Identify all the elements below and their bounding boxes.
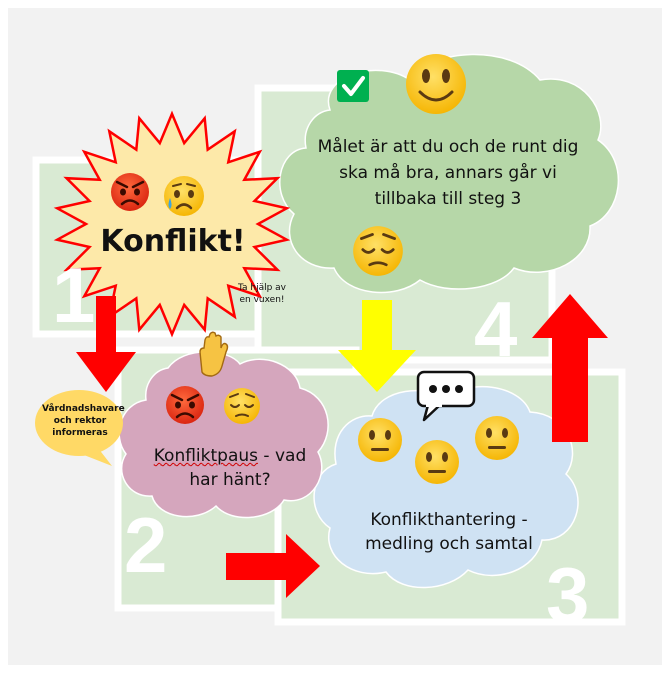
arrow-step1-to-step2 [76, 296, 136, 392]
pensive-face-icon [351, 224, 405, 278]
conflict-help-text: Ta hjälp av en vuxen! [237, 283, 287, 305]
handling-text: Konflikthantering - medling och samtal [365, 510, 533, 554]
step-number-1: 1 [52, 251, 96, 339]
arrow-step3-to-step4 [532, 294, 608, 442]
guardians-note-bubble [35, 390, 123, 466]
sad-sweat-face-icon [164, 176, 204, 216]
step-number-4: 4 [474, 285, 518, 373]
arrow-step2-to-step3 [226, 534, 320, 598]
smiling-face-icon [406, 54, 466, 114]
neutral-face-icon [358, 418, 402, 462]
pause-rest: - vad har hänt? [189, 446, 307, 490]
guardians-note-text: Vårdnadshavare och rektor informeras [42, 404, 125, 438]
angry-face-icon [164, 384, 206, 426]
neutral-face-icon [415, 440, 459, 484]
pause-word: Konfliktpaus [153, 446, 259, 466]
neutral-face-icon [475, 416, 519, 460]
goal-text: Målet är att du och de runt dig ska må b… [317, 137, 579, 209]
raised-hand-icon [199, 331, 229, 377]
conflict-burst [53, 110, 291, 338]
conflict-title: Konflikt! [100, 224, 246, 259]
pause-text: Konfliktpaus - vad har hänt? [150, 444, 310, 492]
step-number-3: 3 [546, 551, 590, 639]
check-mark-icon [337, 70, 369, 102]
step-number-2: 2 [124, 501, 168, 589]
angry-face-icon [109, 171, 151, 213]
pensive-face-icon [223, 387, 261, 425]
arrow-step4-to-step3 [338, 300, 416, 392]
speech-bubble-icon [416, 370, 476, 422]
